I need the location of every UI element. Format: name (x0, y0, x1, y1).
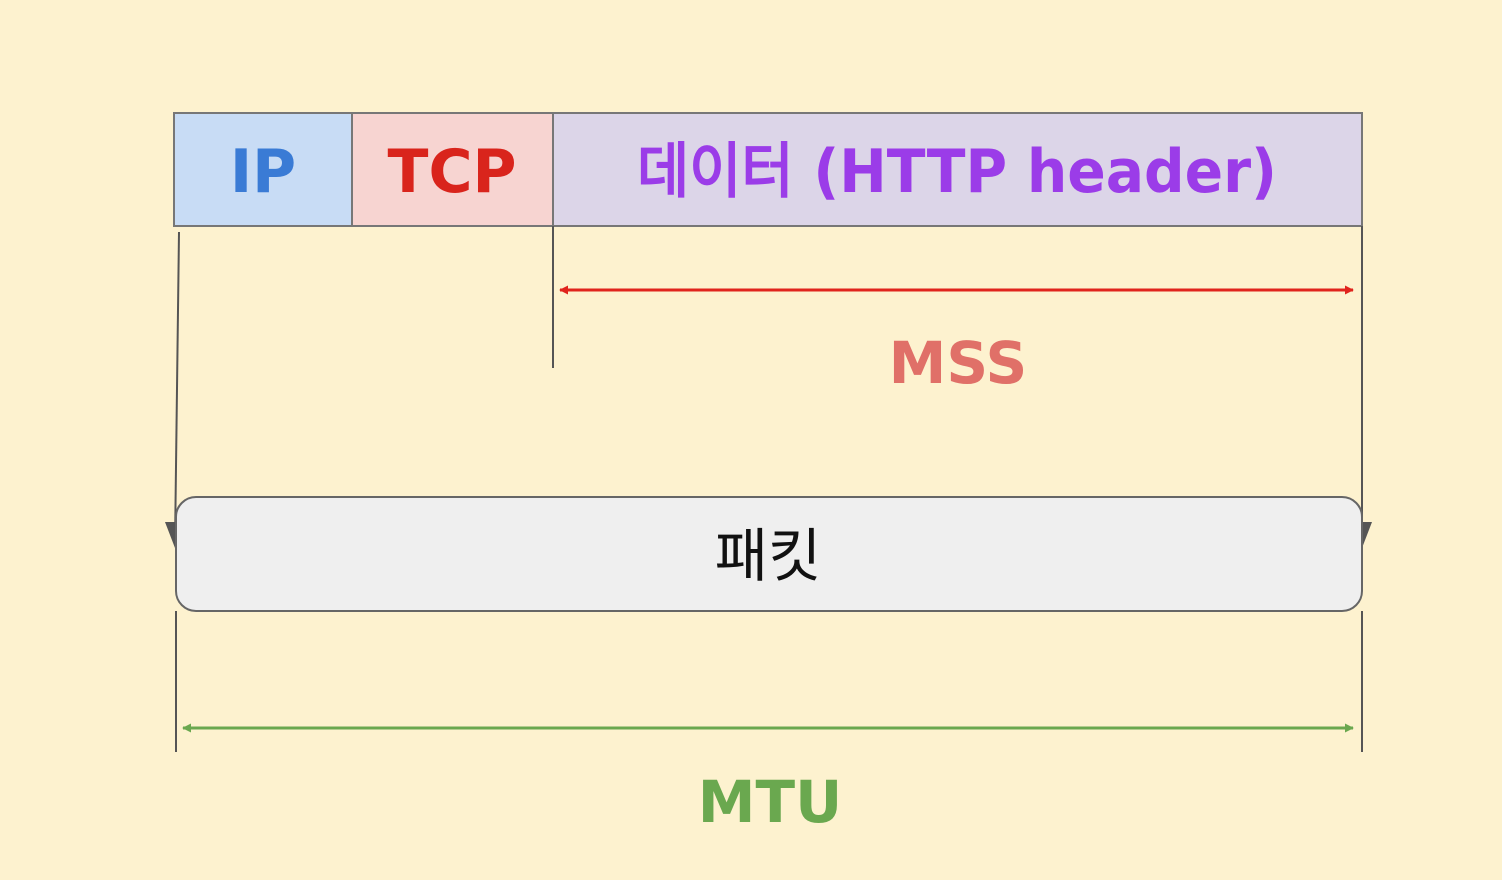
tcp-segment (351, 112, 554, 227)
mtu-label: MTU (698, 768, 842, 836)
mss-label: MSS (889, 329, 1028, 397)
packet-label: 패킷 (715, 522, 822, 590)
header-bar: IP TCP 데이터 (HTTP header) (173, 112, 1363, 227)
tcp-label: TCP (388, 137, 517, 207)
ip-label: IP (230, 137, 296, 207)
data-segment (552, 112, 1363, 227)
data-label: 데이터 (HTTP header) (637, 137, 1277, 207)
left-guide-line (174, 231, 180, 546)
ip-segment (173, 112, 353, 227)
packet-box (175, 496, 1363, 612)
